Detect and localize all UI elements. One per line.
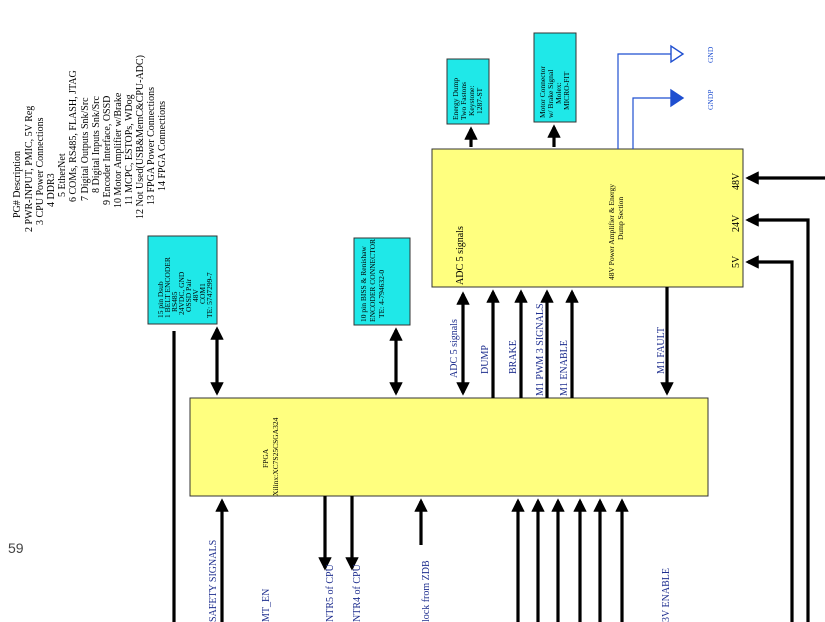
energy-dump-text: Keystone: (467, 86, 476, 116)
fpga-text: Xilinx:XC7S25CSGA324 (271, 417, 280, 496)
fault-signal-label: M1 FAULT (656, 327, 667, 374)
biss-box (353, 237, 411, 326)
pwm-signal-label: M1 PWM 3 SIGNALS (535, 303, 546, 396)
legend-line: 9 Encoder Interface, OSSD (102, 96, 113, 205)
dsub-text: TE: 5747299-7 (205, 272, 214, 318)
ground-connections: GND GNDP (617, 44, 715, 149)
legend-line: 8 Digital Inputs Snk/Src (91, 95, 102, 193)
motor-connector-text: MICRO-FIT (562, 71, 571, 110)
gndp-wire (632, 97, 671, 149)
amplifier-adc-label: ADC 5 signals (455, 226, 466, 285)
ntr4-signal-label: NTR4 of CPU (352, 563, 363, 622)
signal-labels: ADC 5 signals DUMP BRAKE M1 PWM 3 SIGNAL… (208, 303, 672, 622)
motor-connector-block: Motor Connector w/ Brake Signal Molex: M… (533, 32, 577, 123)
dsub-text: 48V (191, 289, 200, 303)
ntr5-signal-label: NTR5 of CPU (325, 563, 336, 622)
brake-signal-label: BRAKE (508, 340, 519, 374)
gnd-label: GND (706, 46, 715, 63)
energy-dump-box (446, 58, 490, 125)
v-enable-signal-label: 3V ENABLE (661, 568, 672, 622)
gnd-symbol (670, 44, 685, 64)
gndp-symbol (670, 88, 685, 108)
safety-signal-label: SAFETY SIGNALS (208, 540, 219, 622)
gndp-label: GNDP (706, 90, 715, 110)
legend-line: 11 MCPC, ESTOPs, WDog (124, 94, 135, 205)
gnd-wire (617, 53, 671, 149)
motor-connector-box (533, 32, 577, 123)
legend-line: 5 EtherNet (57, 153, 68, 197)
motor-connector-text: Motor Connector (538, 66, 547, 118)
24v-feed (745, 213, 810, 622)
legend-line: 13 FPGA Power Connections (146, 87, 157, 205)
energy-dump-block: Energy Dump Two Fastons Keystone: 1287-S… (446, 58, 490, 125)
mt-en-signal-label: MT_EN (261, 589, 272, 622)
legend-line: 2 PWR-INPUT, PMIC, 5V Reg (24, 106, 35, 232)
dump-signal-label: DUMP (480, 345, 491, 374)
amplifier-24v-label: 24V (731, 214, 742, 232)
enable-signal-label: M1 ENABLE (559, 340, 570, 396)
amplifier-box (431, 148, 744, 288)
connections (172, 124, 825, 622)
fpga-text: FPGA (261, 448, 270, 468)
energy-dump-text: Energy Dump (451, 78, 460, 120)
legend-line: PG# Description (12, 151, 23, 218)
adc-signal-label: ADC 5 signals (449, 319, 460, 378)
legend-line: 14 FPGA Connections (157, 101, 168, 191)
legend-line: 4 DDR3 (46, 173, 57, 207)
energy-dump-text: 1287-ST (475, 87, 484, 114)
fpga-block: FPGA Xilinx:XC7S25CSGA324 (189, 397, 709, 497)
biss-text: 10 pin BISS & Renishaw (359, 246, 368, 322)
legend-line: 12 Not Used(USB&MemC&CPU-ADC) (135, 55, 146, 219)
dsub-connector-block: 15 pin Dsub 1 BELT ENCODER RS485 24VDC, … (147, 235, 218, 325)
amplifier-5v-label: 5V (731, 255, 742, 268)
legend-line: 6 COMs, RS485, FLASH, JTAG (68, 70, 79, 202)
amplifier-48v-label: 48V (731, 172, 742, 190)
dsub-text: 1 BELT ENCODER (163, 257, 172, 318)
clock-signal-label: lock from ZDB (421, 560, 432, 622)
dsub-text: OSSD Pair (184, 278, 193, 312)
page-legend: PG# Description 2 PWR-INPUT, PMIC, 5V Re… (12, 55, 168, 232)
dsub-text: COM1 (198, 283, 207, 304)
legend-line: 10 Motor Amplifier w/Brake (113, 92, 124, 208)
legend-line: 3 CPU Power Connections (35, 117, 46, 225)
motor-connector-text: w/ Brake Signal (546, 70, 555, 118)
page-number: 59 (8, 540, 24, 556)
legend-line: 7 Digital Outputs Snk/Src (80, 97, 91, 201)
dsub-text: 15 pin Dsub (156, 281, 165, 318)
energy-dump-text: Two Fastons (459, 82, 468, 120)
motor-connector-text: Molex: (554, 82, 563, 104)
biss-text: TE: 4-794632-0 (377, 270, 386, 318)
amplifier-block: 48V Power Amplifier & Energy Dump Sectio… (431, 148, 744, 288)
dsub-box (147, 235, 218, 325)
dsub-text: RS485 (170, 291, 179, 312)
amplifier-text: Dump Section (616, 197, 625, 240)
fpga-box (189, 397, 709, 497)
5v-feed (745, 255, 794, 622)
biss-text: ENCODER CONNECTOR (368, 239, 377, 322)
amplifier-text: 48V Power Amplifier & Energy (607, 184, 616, 280)
dsub-text: 24VDC, GND (177, 271, 186, 315)
biss-connector-block: 10 pin BISS & Renishaw ENCODER CONNECTOR… (353, 237, 411, 326)
